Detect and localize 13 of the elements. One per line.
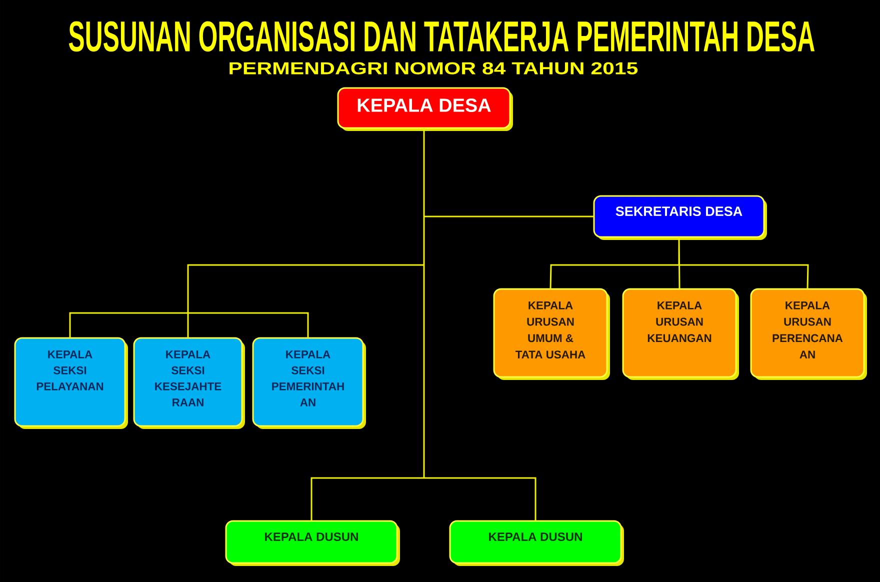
- position-box: KEPALA DUSUN: [225, 520, 400, 566]
- position-box: KEPALA SEKSI KESEJAHTE RAAN: [133, 337, 245, 429]
- connector-line: [69, 127, 595, 522]
- position-box: KEPALA SEKSI PELAYANAN: [14, 337, 128, 429]
- title: SUSUNAN ORGANISASI DAN TATAKERJA PEMERINTAH DESA: [68, 21, 815, 52]
- position-box: KEPALA URUSAN UMUM & TATA USAHA: [493, 288, 610, 380]
- position-box: KEPALA URUSAN PERENCANA AN: [750, 288, 867, 380]
- position-box: KEPALA SEKSI PEMERINTAH AN: [252, 337, 366, 429]
- position-box: SEKRETARIS DESA: [593, 195, 767, 240]
- position-box: KEPALA URUSAN KEUANGAN: [622, 288, 739, 380]
- position-box: KEPALA DESA: [337, 87, 513, 131]
- connector-line: [550, 236, 809, 290]
- position-box: KEPALA DUSUN: [449, 520, 624, 566]
